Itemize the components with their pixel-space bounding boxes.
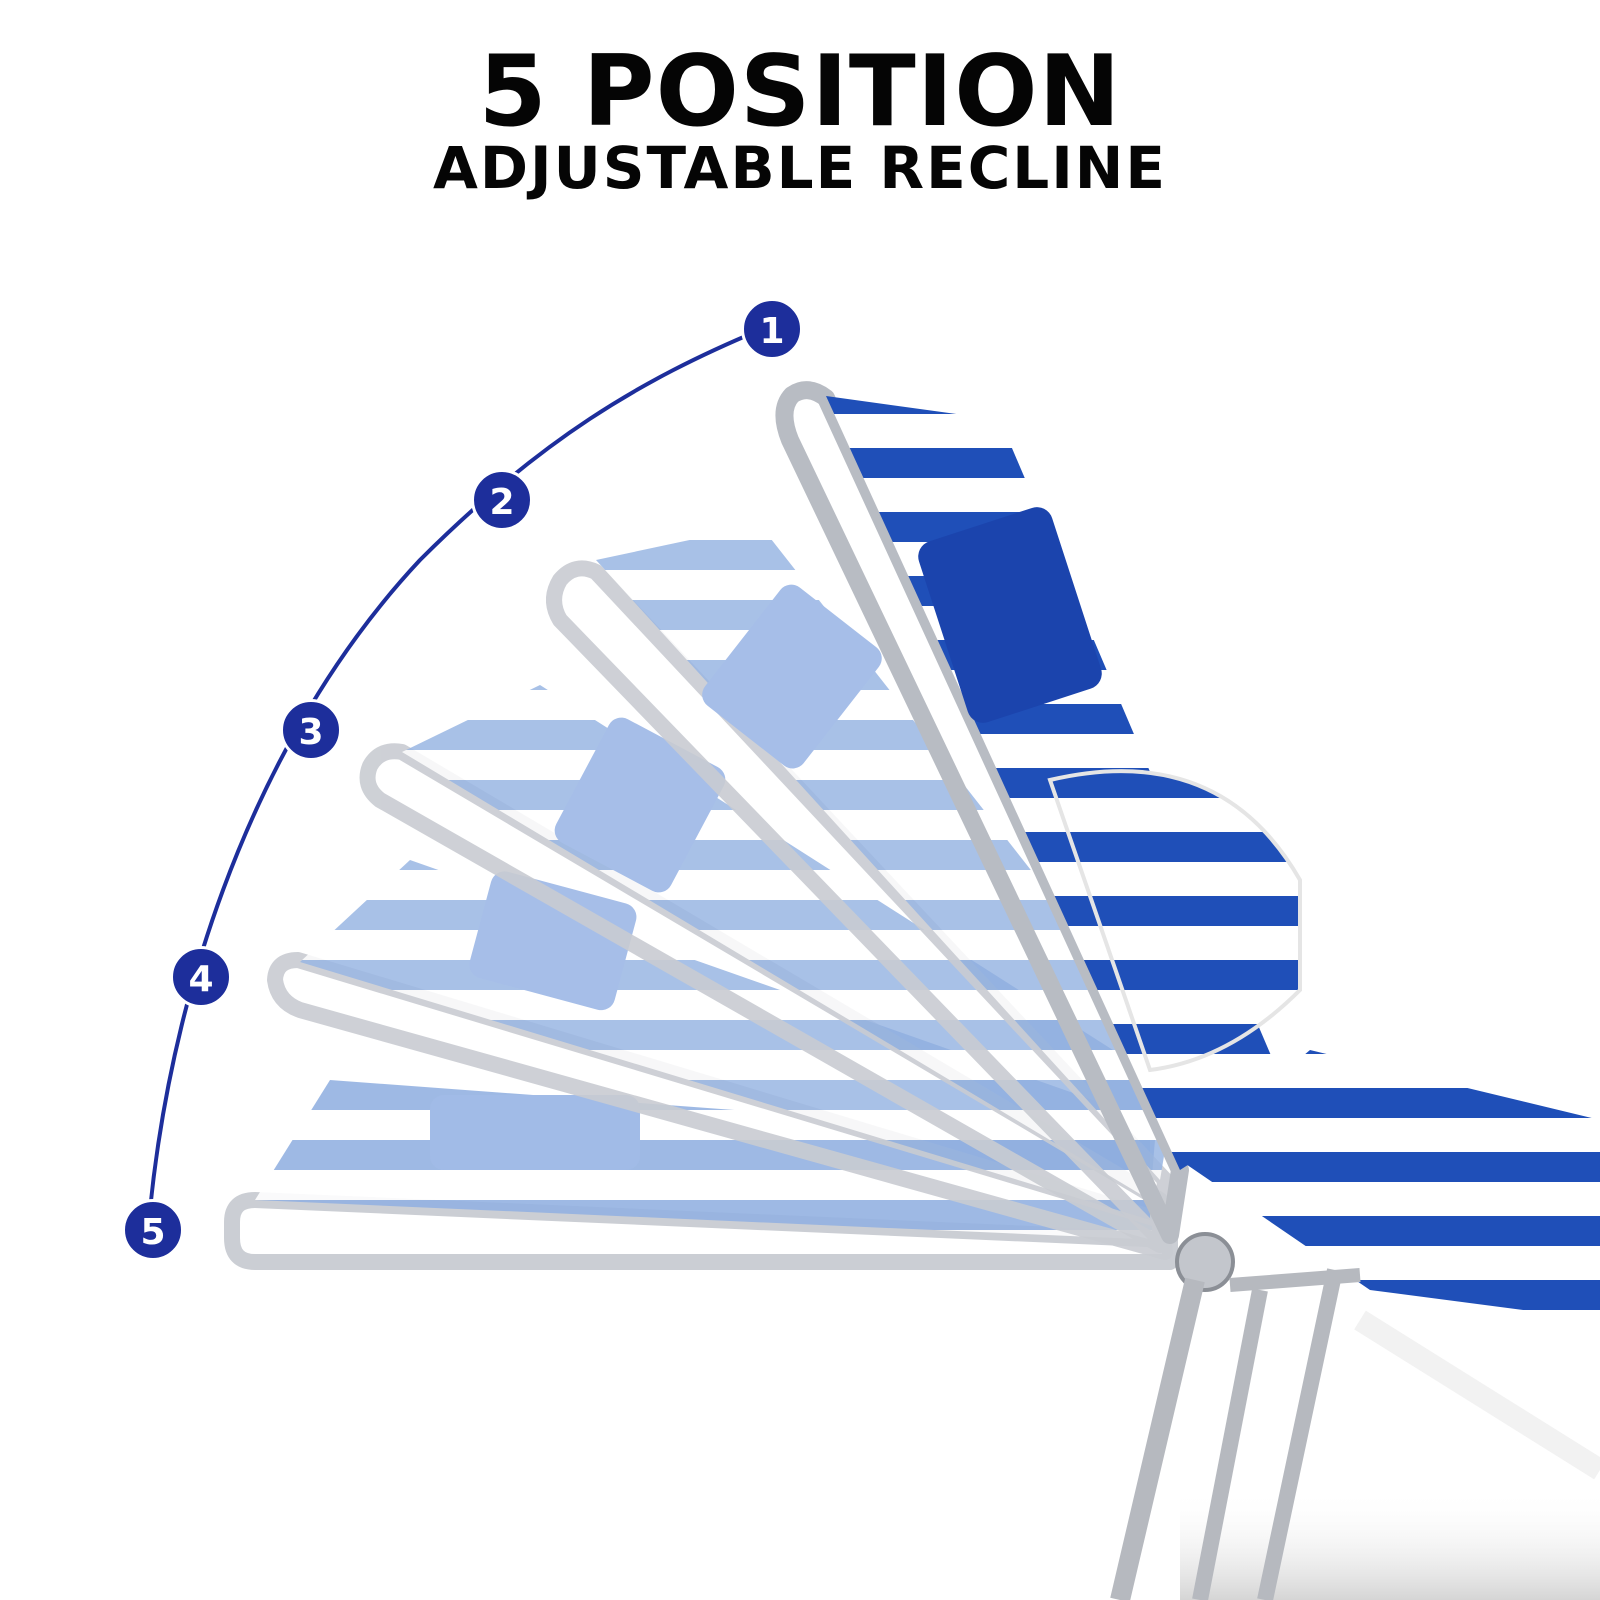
position-badge-1: 1 xyxy=(741,298,803,360)
backrest-position-5 xyxy=(224,1080,1178,1270)
chair-leg-back xyxy=(1257,1268,1343,1600)
chair-crossbar xyxy=(1229,1268,1361,1292)
position-badge-4: 4 xyxy=(170,946,232,1008)
chair-seat xyxy=(1180,1050,1600,1320)
floor-shadow xyxy=(1180,1490,1600,1600)
chair-leg-mid xyxy=(1192,1288,1268,1600)
backrest-position-4 xyxy=(267,860,1173,1260)
backrest-position-3 xyxy=(359,685,1168,1253)
hinge xyxy=(1175,1232,1235,1292)
position-badge-2: 2 xyxy=(471,469,533,531)
backrest-position-2 xyxy=(546,525,1180,1248)
page-subtitle: ADJUSTABLE RECLINE xyxy=(433,134,1167,202)
carry-strap xyxy=(1354,1310,1600,1480)
page-title: 5 POSITION xyxy=(478,35,1122,149)
position-badge-5: 5 xyxy=(122,1199,184,1261)
chair-leg-front xyxy=(1110,1277,1205,1600)
position-badge-3: 3 xyxy=(280,699,342,761)
backrest-position-1 xyxy=(775,381,1302,1244)
